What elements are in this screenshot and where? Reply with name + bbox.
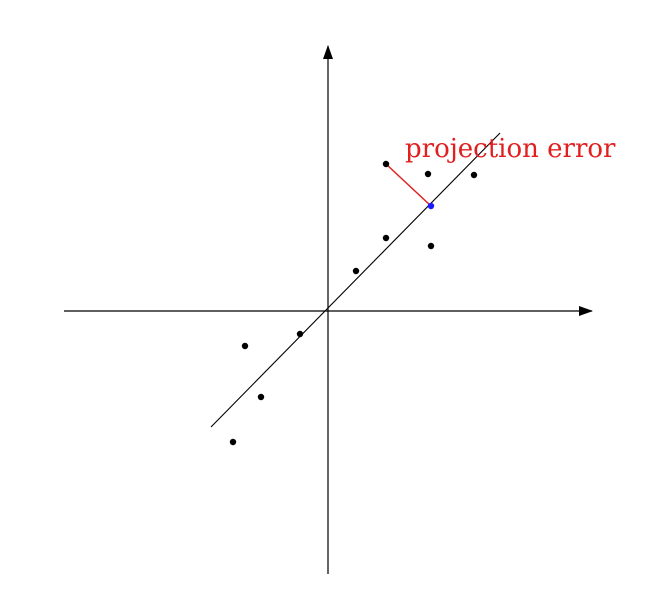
projection-error-label: projection error — [405, 134, 616, 164]
data-point — [352, 267, 360, 275]
data-point — [382, 234, 390, 242]
projected-point — [427, 202, 435, 210]
data-point — [382, 160, 390, 168]
data-points — [229, 160, 478, 446]
data-point — [257, 393, 265, 401]
data-point — [427, 242, 435, 250]
data-point — [296, 330, 304, 338]
projection-error-segment — [385, 163, 432, 207]
data-point — [229, 438, 237, 446]
data-point — [424, 170, 432, 178]
data-point — [241, 342, 249, 350]
data-point — [470, 171, 478, 179]
fit-line — [210, 132, 501, 428]
